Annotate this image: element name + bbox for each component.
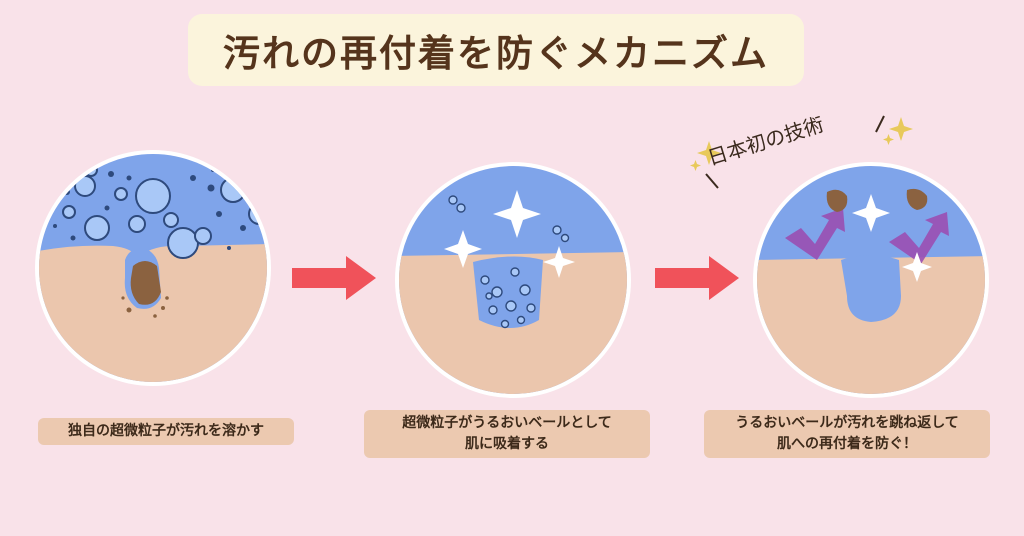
stage-repel: [751, 160, 991, 400]
caption-step2: 超微粒子がうるおいベールとして 肌に吸着する: [364, 410, 650, 458]
caption-step3: うるおいベールが汚れを跳ね返して 肌への再付着を防ぐ！: [704, 410, 990, 458]
caption-step2-line2: 肌に吸着する: [465, 436, 549, 452]
caption-step2-line1: 超微粒子がうるおいベールとして: [402, 415, 612, 431]
arrow-right-icon: [292, 256, 376, 300]
sparkle-icon: [444, 190, 575, 278]
bubble-icon: [448, 195, 570, 329]
caption-step1-text: 独自の超微粒子が汚れを溶かす: [68, 423, 264, 439]
caption-step3-line1: うるおいベールが汚れを跳ね返して: [735, 415, 959, 431]
tagline: 日本初の技術: [684, 112, 924, 192]
title-banner: 汚れの再付着を防ぐメカニズム: [188, 14, 804, 86]
page-title: 汚れの再付着を防ぐメカニズム: [223, 31, 769, 75]
bounce-arrow-icon: [785, 208, 949, 264]
dirt-particle-icon: [121, 261, 169, 318]
caption-step3-line2: 肌への再付着を防ぐ！: [777, 436, 917, 452]
stage-dissolve: [33, 148, 273, 388]
twinkle-icon: [690, 115, 913, 189]
arrow-right-icon: [655, 256, 739, 300]
sparkle-icon: [852, 194, 932, 282]
stage-adsorb: [393, 160, 633, 400]
dirt-particle-icon: [826, 188, 928, 212]
caption-step1: 独自の超微粒子が汚れを溶かす: [38, 418, 294, 445]
